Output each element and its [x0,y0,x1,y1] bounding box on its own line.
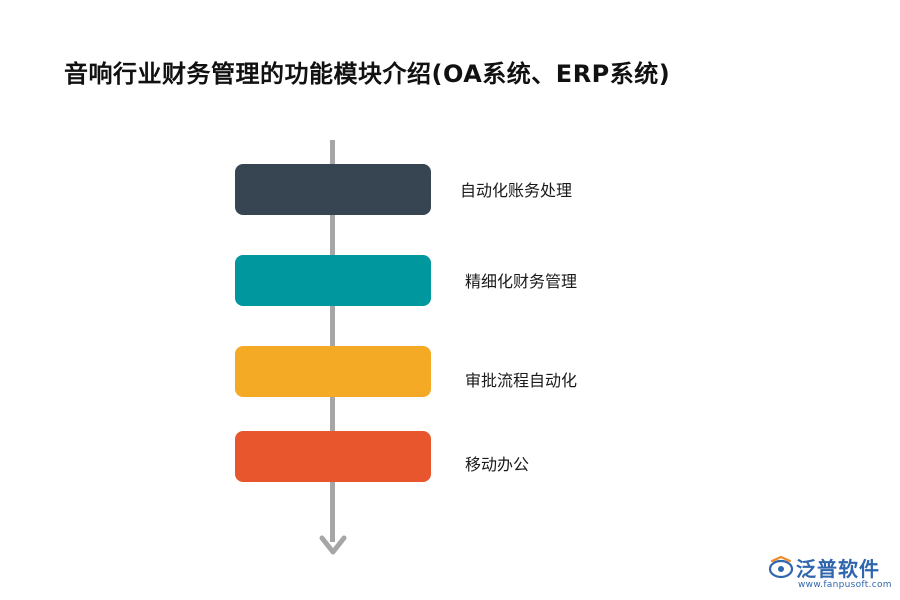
step-label-2: 精细化财务管理 [465,272,578,291]
step-label-1: 自动化账务处理 [460,181,573,200]
step-bar-3 [235,346,431,397]
step-bar-1 [235,164,431,215]
step-label-3: 审批流程自动化 [465,371,578,390]
fanpu-logo-icon [768,555,794,579]
step-label-4: 移动办公 [465,455,530,474]
timeline-arrowhead-icon [319,535,347,555]
timeline-line [330,140,335,542]
page-title: 音响行业财务管理的功能模块介绍(OA系统、ERP系统) [64,60,671,88]
step-bar-2 [235,255,431,306]
step-bar-4 [235,431,431,482]
logo-name: 泛普软件 [796,557,880,581]
fanpu-logo[interactable]: 泛普软件 www.fanpusoft.com [768,553,893,593]
logo-url: www.fanpusoft.com [798,580,892,590]
